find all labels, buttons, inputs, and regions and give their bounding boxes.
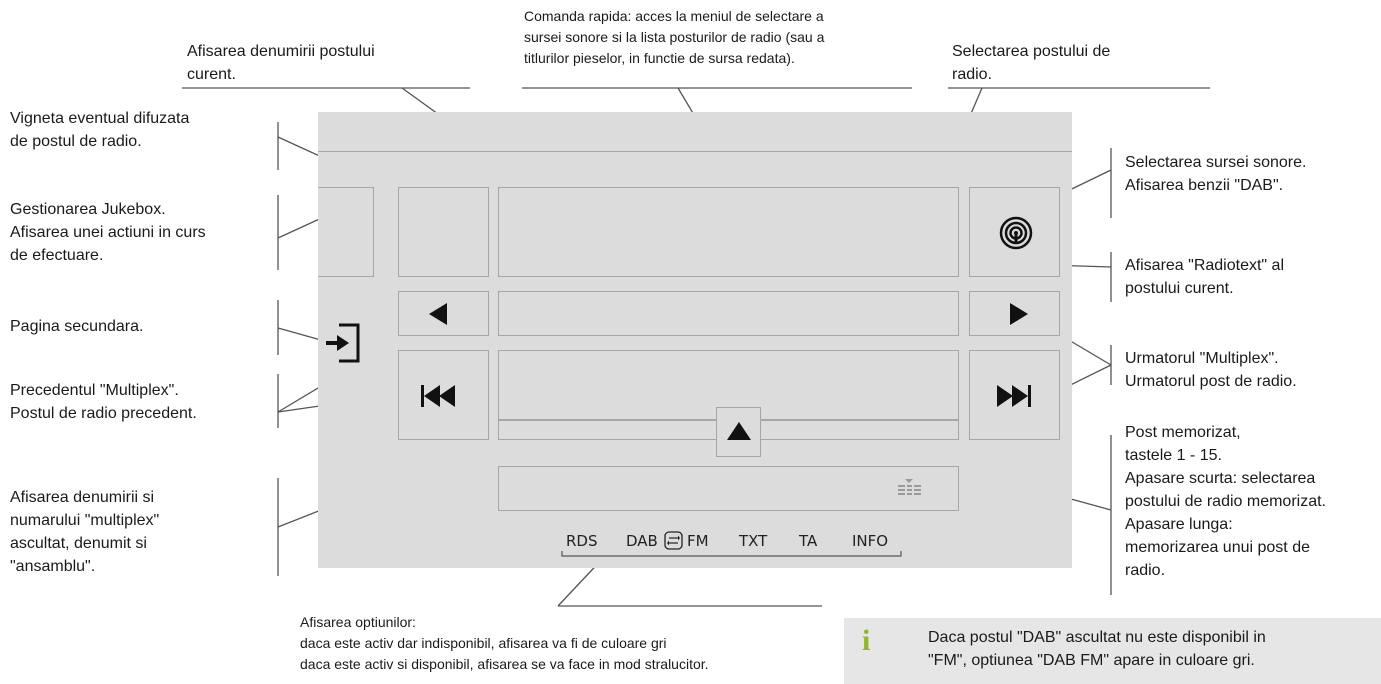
equalizer-icon: [898, 479, 921, 495]
annotation-quick-command: Comanda rapida: acces la meniul de selec…: [524, 8, 825, 66]
annotation-previous: Precedentul "Multiplex".Postul de radio …: [10, 382, 197, 422]
station-name-display[interactable]: [498, 187, 959, 277]
radio-screen: [318, 112, 1072, 568]
swap-icon: [664, 531, 683, 550]
skip-forward-icon: [997, 385, 1031, 407]
annotation-presets: Post memorizat,tastele 1 - 15.Apasare sc…: [1125, 424, 1326, 579]
radio-source-icon: [999, 216, 1033, 250]
info-icon: i: [862, 624, 871, 657]
info-note-box: i Daca postul "DAB" ascultat nu este dis…: [844, 618, 1381, 684]
presets-toggle-button[interactable]: [716, 407, 761, 457]
annotation-options: Afisarea optiunilor:daca este activ dar …: [300, 614, 709, 672]
next-multiplex-button[interactable]: [969, 291, 1060, 336]
right-triangle-icon: [1010, 303, 1028, 325]
radiotext-display: [498, 291, 959, 336]
option-dab[interactable]: DAB: [626, 532, 658, 550]
skip-back-icon: [421, 385, 455, 407]
next-station-button[interactable]: [969, 350, 1060, 440]
left-triangle-icon: [429, 303, 447, 325]
option-info[interactable]: INFO: [852, 532, 889, 550]
annotation-secondary-page: Pagina secundara.: [10, 318, 144, 335]
annotation-next: Urmatorul "Multiplex".Urmatorul post de …: [1125, 350, 1297, 390]
preset-station-field[interactable]: [498, 466, 959, 511]
annotation-source-select: Selectarea sursei sonore.Afisarea benzii…: [1125, 154, 1307, 194]
annotation-jukebox: Gestionarea Jukebox.Afisarea unei actiun…: [10, 201, 206, 264]
station-vignette: [398, 187, 489, 277]
header-divider: [318, 151, 1072, 152]
previous-multiplex-button[interactable]: [398, 291, 489, 336]
jukebox-area: [318, 187, 374, 277]
up-triangle-icon: [727, 422, 751, 440]
option-txt[interactable]: TXT: [739, 532, 768, 550]
source-button[interactable]: [969, 187, 1060, 277]
previous-station-button[interactable]: [398, 350, 489, 440]
info-note-text: Daca postul "DAB" ascultat nu este dispo…: [928, 629, 1266, 669]
secondary-page-icon[interactable]: [323, 322, 363, 364]
option-ta[interactable]: TA: [799, 532, 818, 550]
option-fm[interactable]: FM: [687, 532, 709, 550]
option-rds[interactable]: RDS: [566, 532, 598, 550]
option-bracket: [561, 551, 902, 557]
